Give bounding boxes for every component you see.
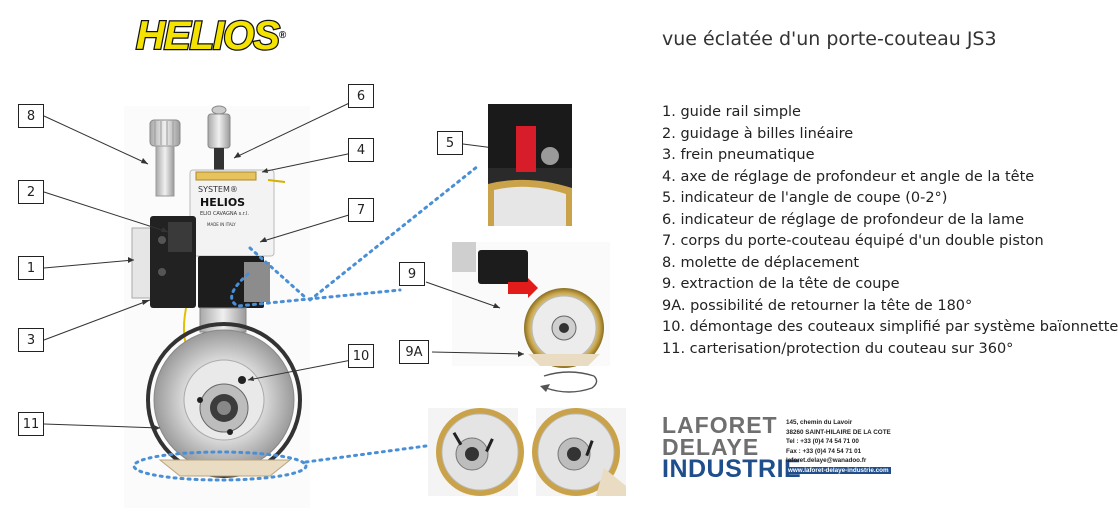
callout-9a: 9A: [399, 340, 429, 364]
device-origin-label: MADE IN ITALY: [207, 222, 236, 227]
callout-8: 8: [18, 104, 44, 128]
legend-item: 10. démontage des couteaux simplifié par…: [662, 319, 1118, 335]
leader-lines-detail: [425, 281, 525, 357]
callout-2: 2: [18, 180, 44, 204]
detail-photo-head-extraction: [452, 242, 610, 368]
website-link[interactable]: www.laforet-delaye-industrie.com: [786, 466, 891, 474]
device-brand-label: HELIOS: [200, 196, 245, 209]
legend-item: 9A. possibilité de retourner la tête de …: [662, 297, 973, 314]
callout-4: 4: [348, 138, 374, 162]
company-line-3: INDUSTRIE: [662, 455, 802, 483]
email-link[interactable]: laforet.delaye@wanadoo.fr: [786, 457, 867, 465]
company-logo: LAFORET DELAYE INDUSTRIE: [662, 412, 802, 483]
legend-item: 8. molette de déplacement: [662, 254, 860, 271]
legend-item: 6. indicateur de réglage de profondeur d…: [662, 211, 1024, 228]
helios-logo: HELIOS®: [135, 13, 287, 60]
legend-item: 5. indicateur de l'angle de coupe (0-2°): [662, 190, 948, 206]
exploded-view-diagram: SYSTEM® HELIOS ELIO CAVAGNA s.r.l. MADE …: [43, 96, 495, 482]
legend-list: 1. guide rail simple 2. guidage à billes…: [662, 102, 1118, 360]
legend-item: 7. corps du porte-couteau équipé d'un do…: [662, 233, 1044, 249]
callout-7: 7: [348, 198, 374, 222]
address-line-1: 145, chemin du Lavoir: [786, 419, 853, 426]
legend-item: 2. guidage à billes linéaire: [662, 125, 854, 142]
callout-1: 1: [18, 256, 44, 280]
blade-assembly: [146, 322, 302, 478]
depth-indicator-part: [207, 105, 231, 170]
company-address: 145, chemin du Lavoir 38260 SAINT-HILAIR…: [786, 418, 891, 476]
legend-item: 1. guide rail simple: [662, 104, 801, 120]
callout-6: 6: [348, 84, 374, 108]
address-line-2: 38260 SAINT-HILAIRE DE LA COTE: [786, 428, 891, 436]
detail-photo-bayonet-1: [428, 408, 524, 496]
knife-holder-body: SYSTEM® HELIOS ELIO CAVAGNA s.r.l. MADE …: [189, 169, 275, 257]
detail-connector-lines: [132, 164, 480, 482]
callout-9: 9: [399, 262, 425, 286]
fax-line: Fax : +33 (0)4 74 54 71 01: [786, 447, 862, 455]
page-title: vue éclatée d'un porte-couteau JS3: [662, 28, 997, 50]
detail-photo-bayonet-2: [532, 408, 626, 496]
legend-item: 4. axe de réglage de profondeur et angle…: [662, 168, 1035, 185]
callout-3: 3: [18, 328, 44, 352]
company-line-2: DELAYE: [662, 434, 760, 460]
leader-lines: [43, 96, 495, 429]
device-maker-label: ELIO CAVAGNA s.r.l.: [200, 211, 249, 217]
legend-item: 9. extraction de la tête de coupe: [662, 276, 900, 292]
company-line-1: LAFORET: [662, 412, 778, 438]
thumbwheel-part: [149, 119, 181, 197]
rotate-180-icon: [540, 371, 598, 393]
callout-10: 10: [348, 344, 374, 368]
device-system-label: SYSTEM®: [198, 185, 238, 194]
callout-11: 11: [18, 412, 44, 436]
detail-photo-angle-indicator: [488, 104, 572, 226]
legend-item: 11. carterisation/protection du couteau …: [662, 340, 1014, 357]
callout-5: 5: [437, 131, 463, 155]
legend-item: 3. frein pneumatique: [662, 147, 815, 163]
phone-line: Tel : +33 (0)4 74 54 71 00: [786, 438, 859, 446]
